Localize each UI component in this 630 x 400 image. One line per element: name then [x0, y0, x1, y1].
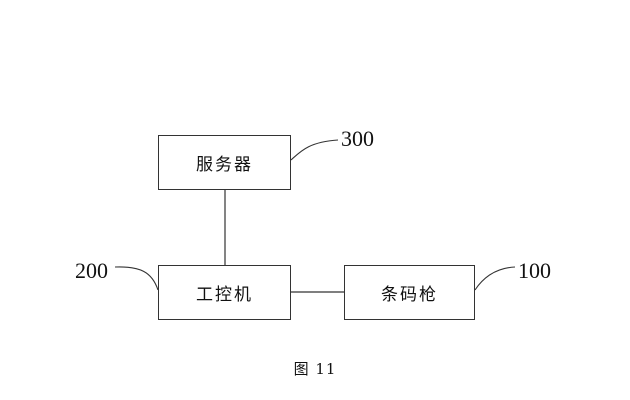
reference-numeral-300: 300	[341, 126, 374, 151]
server-box: 服务器	[158, 135, 291, 190]
reference-numeral-100: 100	[518, 258, 551, 283]
leader-line-100	[474, 266, 516, 291]
figure-caption: 图 11	[293, 360, 337, 378]
leader-line-300	[290, 139, 339, 161]
barcode-scanner-box: 条码枪	[344, 265, 475, 320]
barcode-scanner-label: 条码枪	[381, 285, 438, 305]
industrial-pc-label: 工控机	[196, 285, 253, 305]
industrial-pc-box: 工控机	[158, 265, 291, 320]
server-label: 服务器	[196, 155, 253, 175]
leader-line-200	[114, 266, 159, 291]
reference-numeral-200: 200	[75, 258, 108, 283]
